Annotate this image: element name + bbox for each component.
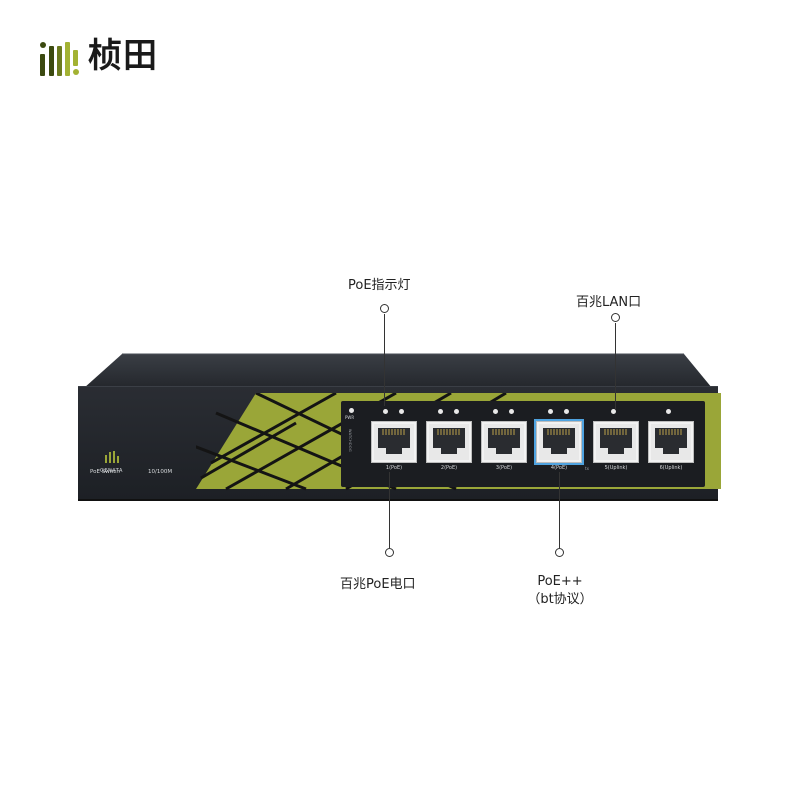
callout-poe-led: PoE指示灯 (348, 278, 411, 293)
port-label-5: 5(Uplink) (604, 465, 628, 471)
ethernet-port-2[interactable] (426, 421, 472, 463)
callout-bt-line (559, 472, 560, 548)
speed-label: 10/100M (148, 469, 173, 475)
device-logo-icon (105, 449, 121, 463)
port-label-3: 3(PoE) (495, 465, 513, 471)
port2-poe-led (438, 409, 443, 414)
port6-link-led (666, 409, 671, 414)
power-label: PWR (345, 415, 355, 420)
port3-link-led (509, 409, 514, 414)
port-label-2: 2(PoE) (440, 465, 458, 471)
callout-poe-led-marker (380, 304, 389, 313)
callout-poe-port-marker (385, 548, 394, 557)
device-brand-text: GENATA (100, 468, 123, 474)
brand-logo: 桢田 (38, 36, 158, 76)
port-label-1: 1(PoE) (385, 465, 403, 471)
brand-name: 桢田 (88, 36, 158, 76)
port1-link-led (399, 409, 404, 414)
watchdog-side-label: WATCHDOG (348, 429, 352, 452)
port-label-6: 6(Uplink) (659, 465, 683, 471)
ethernet-port-6[interactable] (648, 421, 694, 463)
port4-poe-led (548, 409, 553, 414)
ethernet-port-1[interactable] (371, 421, 417, 463)
callout-poe-led-line (384, 314, 385, 406)
port3-poe-led (493, 409, 498, 414)
port5-link-led (611, 409, 616, 414)
callout-lan-port: 百兆LAN口 (576, 295, 642, 310)
power-led (349, 408, 354, 413)
callout-poe-port-line (389, 472, 390, 548)
port-label-4: 4(PoE) (550, 465, 568, 471)
tx-label: tx (585, 466, 589, 471)
port1-poe-led (383, 409, 388, 414)
front-panel: GENATA af/at/bt AI PoE Watchdog PoE Swit… (78, 386, 721, 501)
ethernet-port-3[interactable] (481, 421, 527, 463)
callout-lan-port-marker (611, 313, 620, 322)
port-panel: PWR WATCHDOG tx 1(PoE) 2(PoE) 3(P (341, 401, 705, 487)
callout-lan-port-line (615, 323, 616, 410)
ethernet-port-5[interactable] (593, 421, 639, 463)
callout-bt-subtitle: （bt协议） (527, 592, 593, 607)
callout-poe-port: 百兆PoE电口 (340, 577, 416, 592)
callout-bt-title: PoE++ (537, 574, 583, 589)
switch-label: PoE Switch (90, 469, 120, 475)
port4-link-led (564, 409, 569, 414)
callout-bt-marker (555, 548, 564, 557)
ethernet-port-4[interactable] (536, 421, 582, 463)
brand-mark-icon (38, 36, 82, 76)
device-top-face (84, 353, 712, 388)
port2-link-led (454, 409, 459, 414)
poe-switch-device: GENATA af/at/bt AI PoE Watchdog PoE Swit… (78, 352, 721, 502)
